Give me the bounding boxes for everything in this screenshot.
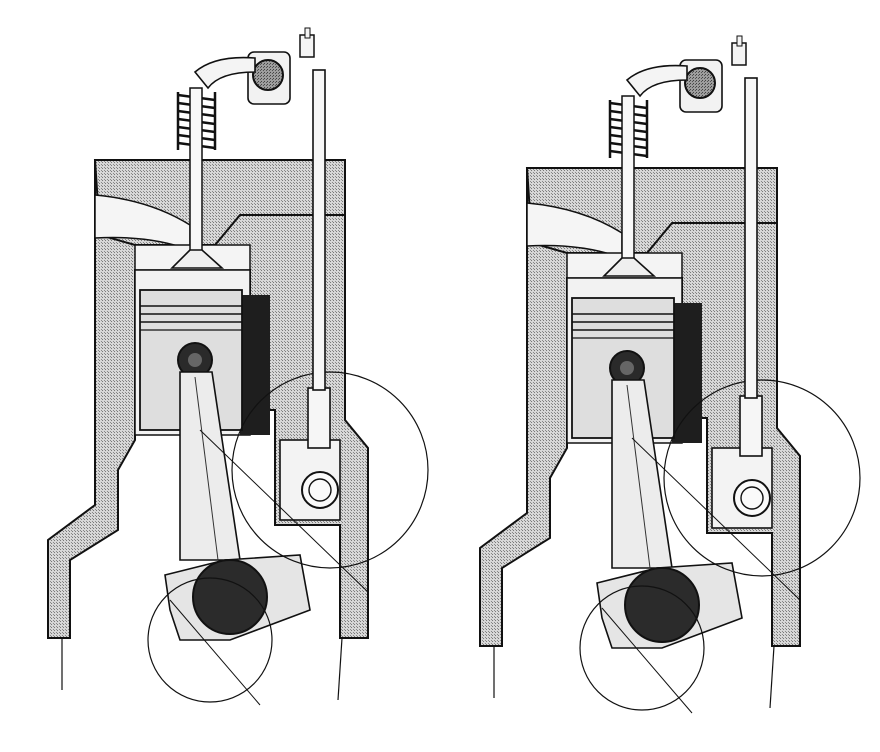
engine-view-left [46,26,430,707]
engine-view-right [478,34,862,715]
